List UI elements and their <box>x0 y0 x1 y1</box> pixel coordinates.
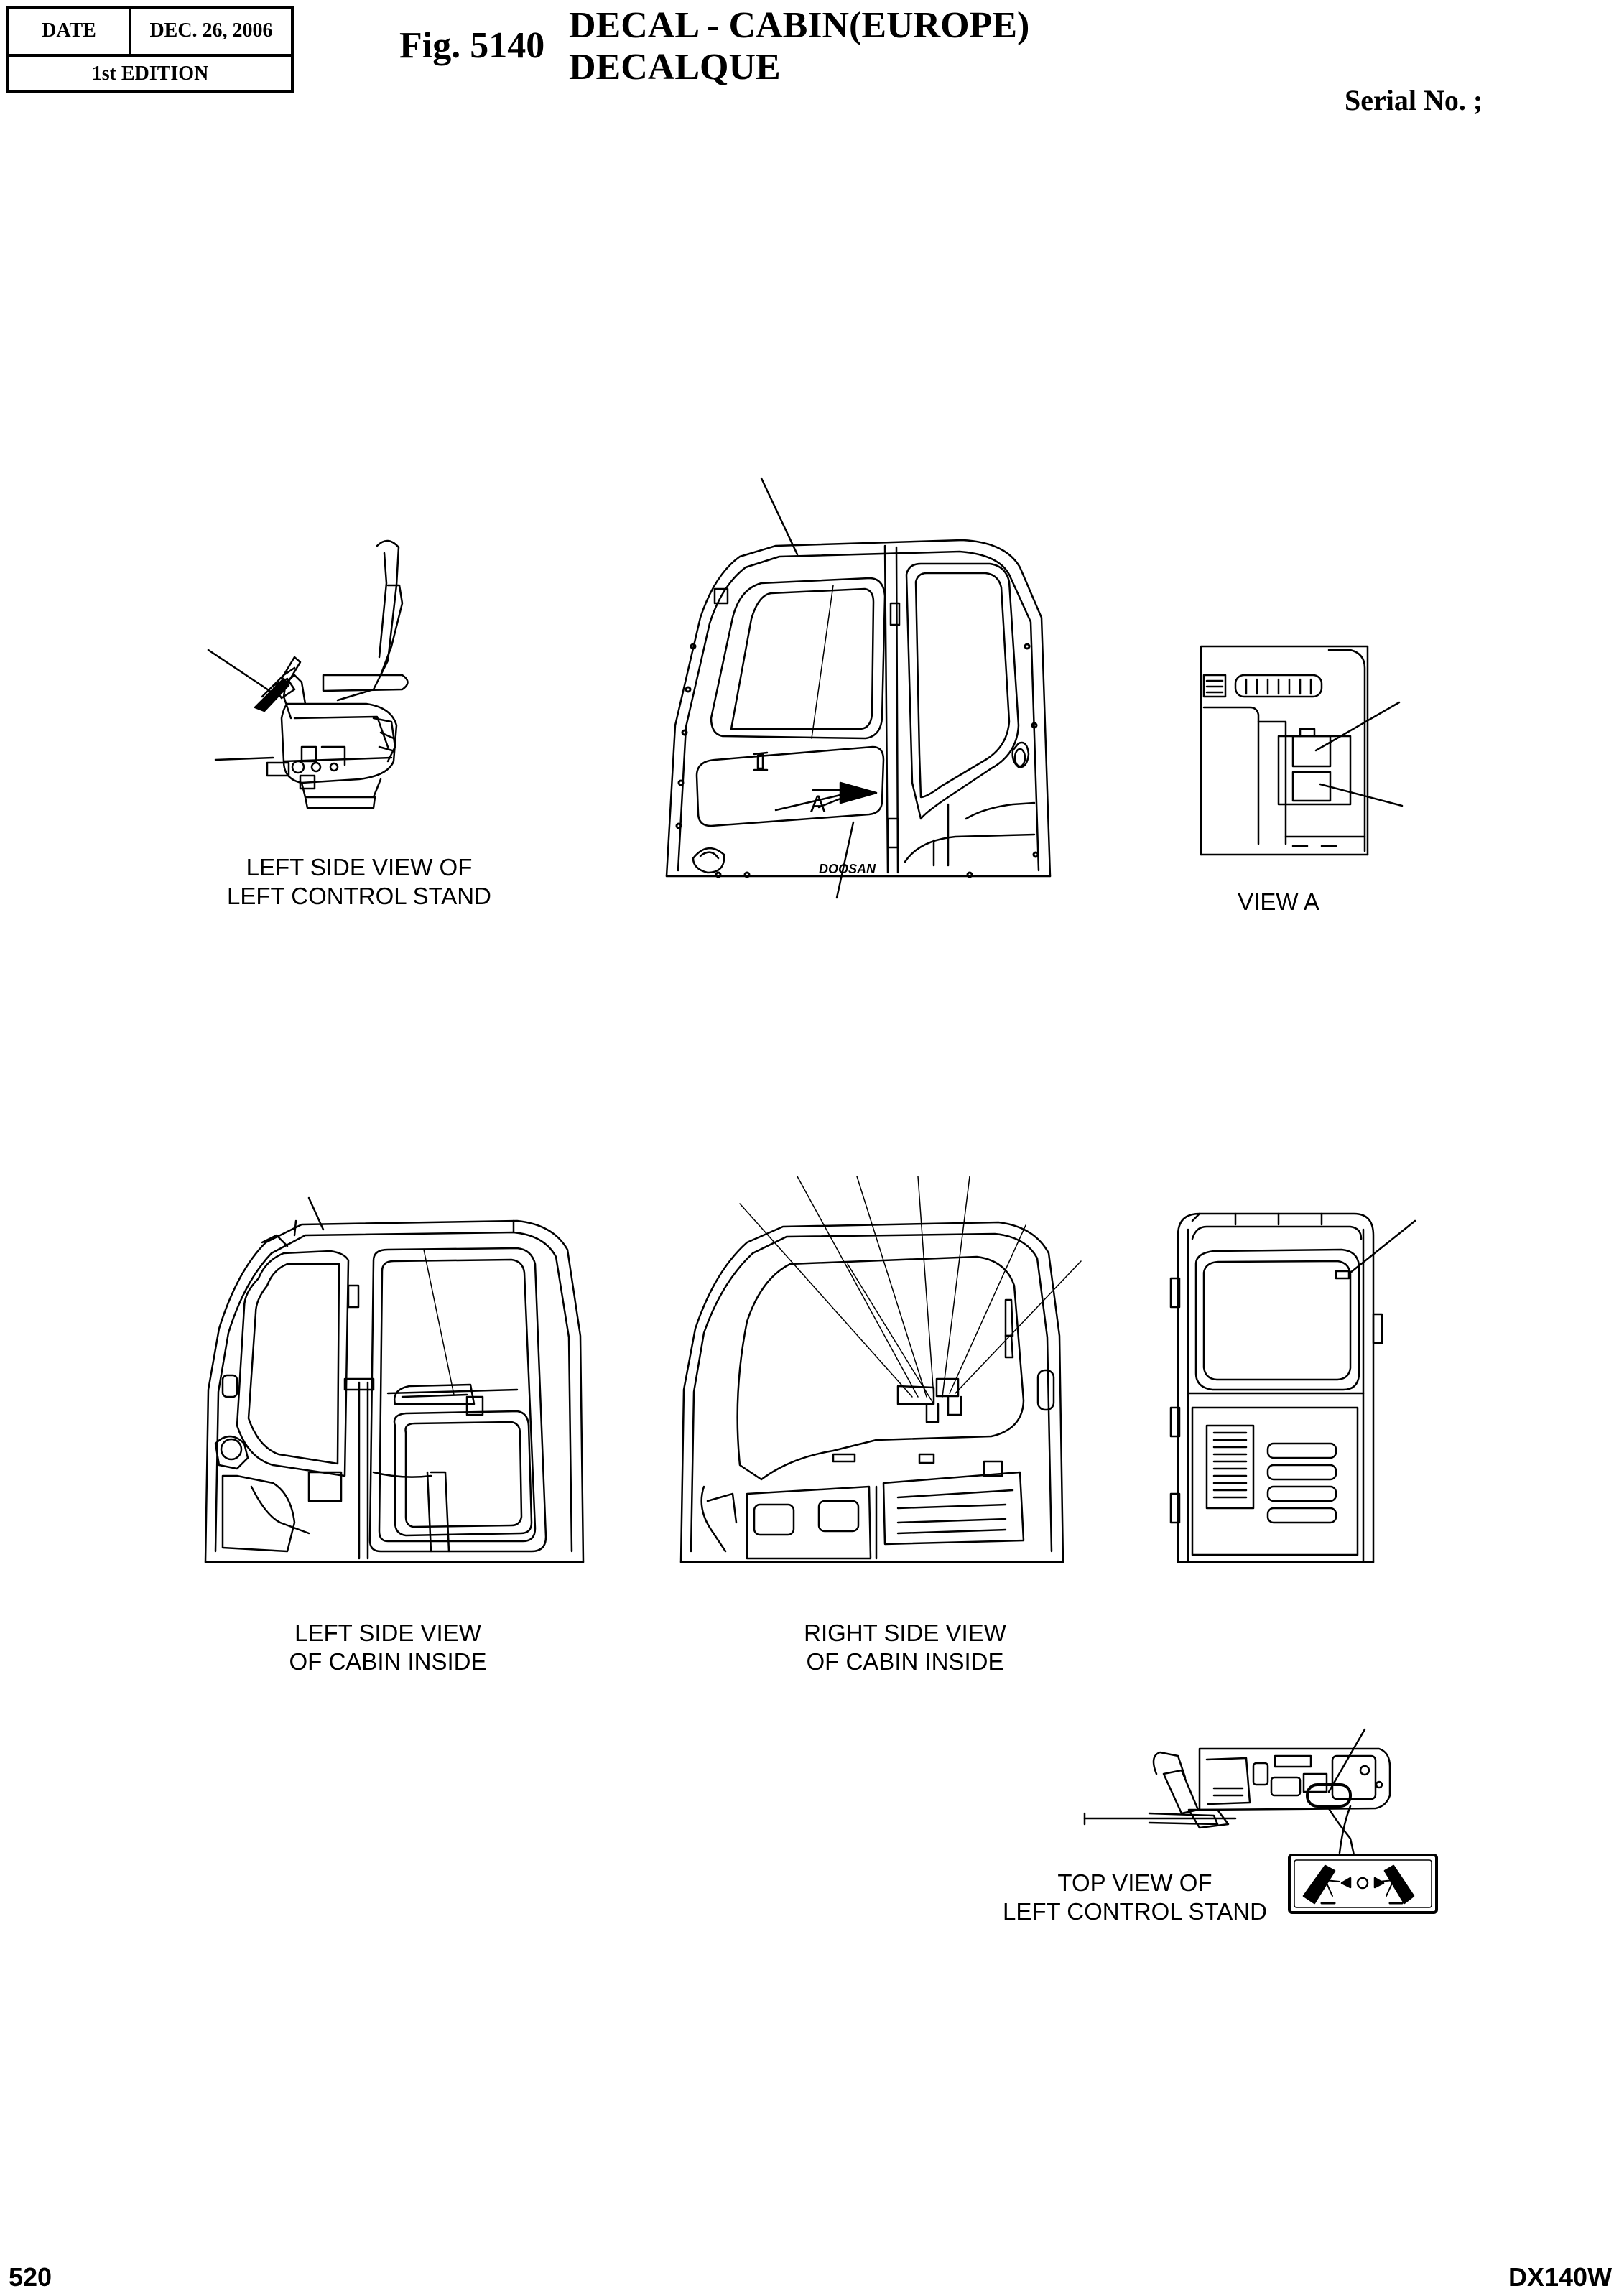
edition-label: 1st EDITION <box>91 62 209 85</box>
title-block-row <box>9 9 291 57</box>
caption-line: LEFT CONTROL STAND <box>227 883 491 909</box>
caption-line: LEFT SIDE VIEW OF <box>246 854 473 880</box>
serial-number-label: Serial No. ; <box>1345 84 1483 116</box>
decal-detail <box>1289 1855 1437 1912</box>
title-block: DATE DEC. 26, 2006 1st EDITION <box>6 6 294 93</box>
left-inside-cabin-drawing <box>205 1198 583 1562</box>
rear-cabin-drawing <box>1171 1214 1415 1562</box>
figure-subtitle: DECALQUE <box>569 47 781 88</box>
caption-line: RIGHT SIDE VIEW <box>804 1619 1006 1646</box>
top-view-caption: TOP VIEW OF LEFT CONTROL STAND <box>970 1869 1300 1926</box>
title-block-divider <box>129 9 131 54</box>
view-a-drawing <box>1201 646 1402 855</box>
seat-drawing <box>208 541 408 808</box>
left-inside-caption: LEFT SIDE VIEW OF CABIN INSIDE <box>237 1619 539 1676</box>
right-inside-cabin-drawing <box>681 1176 1081 1562</box>
right-inside-caption: RIGHT SIDE VIEW OF CABIN INSIDE <box>754 1619 1056 1676</box>
figure-title: DECAL - CABIN(EUROPE) <box>569 5 1030 46</box>
caption-line: OF CABIN INSIDE <box>289 1648 487 1675</box>
view-a-caption: VIEW A <box>1238 888 1319 915</box>
cabin-exterior-drawing: A DOOSAN <box>667 478 1050 898</box>
caption-line: LEFT SIDE VIEW <box>294 1619 481 1646</box>
model-label: DX140W <box>1508 2262 1613 2292</box>
top-view-drawing <box>1085 1729 1390 1855</box>
view-marker-a: A <box>810 791 826 817</box>
caption-line: LEFT CONTROL STAND <box>1003 1898 1267 1925</box>
seat-view-caption: LEFT SIDE VIEW OF LEFT CONTROL STAND <box>194 853 524 911</box>
caption-line: TOP VIEW OF <box>1057 1869 1212 1896</box>
caption-line: OF CABIN INSIDE <box>806 1648 1004 1675</box>
cabin-logo: DOOSAN <box>819 862 876 876</box>
date-label: DATE <box>42 19 96 42</box>
page-number: 520 <box>9 2262 52 2292</box>
figure-number: Fig. 5140 <box>399 25 545 66</box>
date-value: DEC. 26, 2006 <box>149 19 273 42</box>
